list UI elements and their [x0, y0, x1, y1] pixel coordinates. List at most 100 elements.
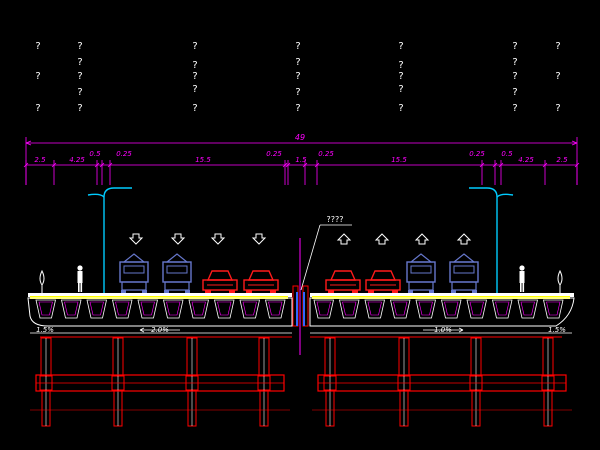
box-cell-inner — [268, 301, 283, 316]
box-cell — [313, 299, 334, 319]
box-cell — [137, 299, 158, 319]
dim-label: 0.5 — [501, 150, 513, 158]
note-mark: ? — [555, 41, 560, 52]
dimension-tick-slash — [99, 162, 105, 168]
traffic-arrows-right — [336, 233, 472, 245]
box-cell-inner — [495, 301, 510, 316]
down-arrow-icon — [170, 233, 186, 245]
dim-label: 2.5 — [34, 156, 46, 164]
dim-label: 4.25 — [69, 156, 85, 164]
dimension-tick-slash — [542, 162, 548, 168]
street-lamp-right — [469, 187, 514, 296]
note-mark: ? — [512, 57, 517, 68]
truck-icon — [162, 253, 192, 294]
box-cell — [415, 299, 436, 319]
box-cell — [163, 299, 184, 319]
note-mark: ? — [192, 71, 197, 82]
box-cell-inner — [393, 301, 408, 316]
note-mark: ? — [77, 71, 82, 82]
dimension-segment-labels: 2.5 4.25 0.5 0.25 15.5 0.25 1.5 0.25 15.… — [34, 150, 568, 164]
street-lamp-left — [87, 187, 132, 296]
box-cell-inner — [115, 301, 130, 316]
note-mark: ? — [77, 87, 82, 98]
box-cell — [492, 299, 513, 319]
dimension-tick-slash — [51, 162, 57, 168]
down-arrow-icon — [210, 233, 226, 245]
note-mark: ? — [77, 103, 82, 114]
slope-label-left-outer: 1.5% — [36, 326, 54, 334]
truck-icon — [406, 253, 436, 294]
down-arrow-icon — [128, 233, 144, 245]
note-mark: ? — [512, 87, 517, 98]
dimension-ticks — [23, 160, 580, 185]
overall-width-label: 49 — [295, 133, 305, 142]
dimension-tick-slash — [498, 162, 504, 168]
box-cell — [86, 299, 107, 319]
box-cell-inner — [242, 301, 257, 316]
box-cell — [265, 299, 286, 319]
box-cell-inner — [367, 301, 382, 316]
note-mark: ? — [77, 41, 82, 52]
placeholder-notes: ? ? ? ? ? ? ? ? ? ? ? ? ? ? ? ? ? ? ? ? … — [35, 41, 560, 114]
pedestrian-icon — [519, 265, 525, 292]
box-cell — [112, 299, 133, 319]
dimension-tick-slash — [23, 162, 29, 168]
truck-icon — [119, 253, 149, 294]
dim-label: 1.5 — [295, 156, 307, 164]
box-cell-inner — [520, 301, 535, 316]
note-mark: ? — [295, 57, 300, 68]
note-mark: ? — [555, 71, 560, 82]
truck-icon — [449, 253, 479, 294]
car-icon — [325, 270, 361, 294]
tree-icon — [39, 269, 45, 293]
car-icon — [202, 270, 238, 294]
box-cell-inner — [418, 301, 433, 316]
tree-icon — [557, 269, 563, 293]
note-mark: ? — [295, 103, 300, 114]
box-cell-inner — [38, 301, 53, 316]
pedestrian-icon — [77, 265, 83, 292]
box-cell — [543, 299, 564, 319]
note-mark: ? — [35, 71, 40, 82]
note-mark: ? — [192, 41, 197, 52]
dim-label: 0.5 — [89, 150, 101, 158]
box-cell-inner — [64, 301, 79, 316]
dim-label: 0.25 — [469, 150, 485, 158]
box-cell — [390, 299, 411, 319]
median-note-label: ???? — [327, 215, 344, 224]
box-cell — [61, 299, 82, 319]
note-mark: ? — [295, 71, 300, 82]
note-mark: ? — [35, 103, 40, 114]
note-mark: ? — [295, 41, 300, 52]
box-cell-inner — [316, 301, 331, 316]
note-mark: ? — [77, 57, 82, 68]
box-cell — [441, 299, 462, 319]
box-cell — [214, 299, 235, 319]
box-cell-inner — [89, 301, 104, 316]
note-mark: ? — [398, 71, 403, 82]
dimension-tick-slash — [574, 162, 580, 168]
dimension-lines — [25, 137, 578, 185]
dimension-tick-slash — [107, 162, 113, 168]
slope-arrows — [139, 327, 464, 333]
dim-label: 15.5 — [391, 156, 407, 164]
dim-label: 4.25 — [518, 156, 534, 164]
dim-label: 2.5 — [556, 156, 568, 164]
dimension-tick-slash — [314, 162, 320, 168]
box-cell-inner — [342, 301, 357, 316]
dim-label: 0.25 — [266, 150, 282, 158]
median-note-leader — [300, 224, 352, 291]
right-box-cells — [313, 299, 564, 319]
down-arrow-icon — [251, 233, 267, 245]
dimension-tick-slash — [479, 162, 485, 168]
slope-label-right-outer: 1.5% — [548, 326, 566, 334]
dim-label: 15.5 — [195, 156, 211, 164]
box-cell — [239, 299, 260, 319]
piers-and-foundations — [30, 337, 572, 427]
left-box-cells — [35, 299, 286, 319]
left-bridge-deck — [27, 293, 293, 338]
vehicles — [119, 253, 479, 294]
up-arrow-icon — [336, 233, 352, 245]
dim-label: 0.25 — [318, 150, 334, 158]
